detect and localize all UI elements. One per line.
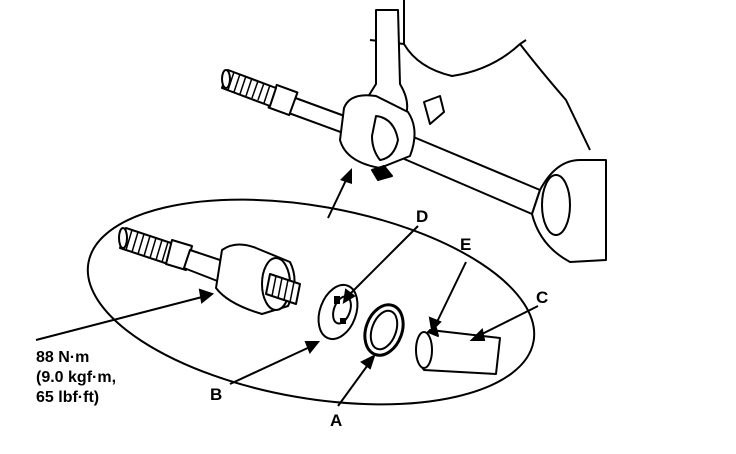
torque-leader [35,295,207,341]
assembly-arrow [327,168,352,219]
label-b: B [210,385,222,404]
detail-oval [86,198,536,406]
tie-rod-thread-lines [125,229,169,263]
ball-joint-collar [371,115,399,161]
retaining-clip [423,95,445,125]
label-c: C [536,288,548,307]
label-d-leader [347,225,419,297]
upper-thread-tip [221,69,231,89]
torque-spec-line3: 65 lbf·ft) [36,389,99,406]
stopper-washer-a [363,303,405,357]
label-b-leader [229,345,313,385]
label-a: A [330,411,342,430]
leader-lines [35,225,539,407]
tie-rod-thread-tip [118,227,128,249]
rack-end-face [415,331,433,369]
label-e-leader [435,261,467,325]
label-c-leader [477,305,539,337]
label-e: E [460,235,471,254]
label-d: D [416,207,428,226]
label-a-leader [337,361,371,407]
lock-washer-d [317,283,359,341]
torque-spec-line2: (9.0 kgf·m, [36,369,116,386]
upper-assembly [221,0,607,263]
stub-thread-lines [271,275,295,303]
rack-ring [371,165,393,181]
rack-boot-end [541,174,571,236]
upper-tie-rod-shaft [285,95,351,135]
torque-spec-line1: 88 N·m [36,349,89,366]
